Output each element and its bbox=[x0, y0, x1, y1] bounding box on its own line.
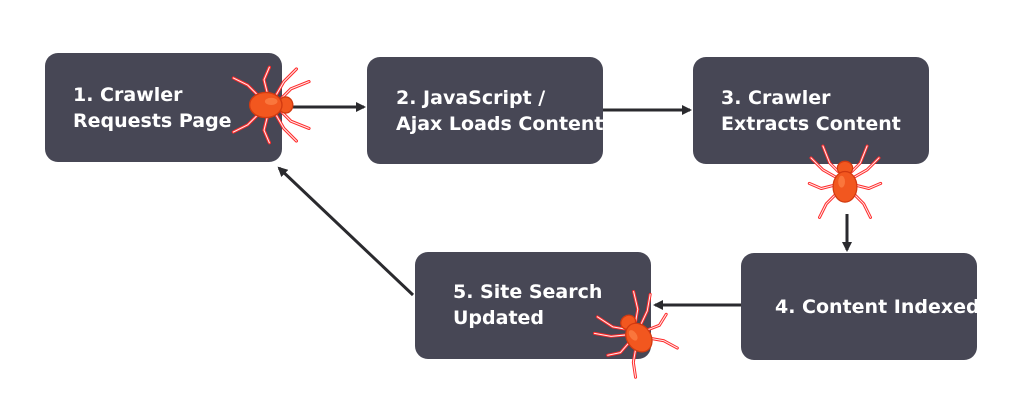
spider-icon bbox=[584, 282, 688, 385]
arrow-5-to-1 bbox=[277, 166, 415, 297]
step-4-line-1: 4. Content Indexed bbox=[775, 295, 980, 318]
step-5-line-2: Updated bbox=[453, 307, 545, 329]
step-3-line-1: 3. Crawler bbox=[721, 86, 831, 109]
step-5-line-1: 5. Site Search bbox=[453, 281, 603, 303]
spider-icon bbox=[231, 65, 311, 145]
step-4-box: 4. Content Indexed bbox=[741, 253, 980, 360]
step-3-box: 3. Crawler Extracts Content bbox=[693, 57, 929, 164]
step-3-line-2: Extracts Content bbox=[721, 112, 901, 135]
spider-icon bbox=[807, 144, 883, 219]
step-2-line-1: 2. JavaScript / bbox=[396, 86, 546, 109]
step-5-box: 5. Site Search Updated bbox=[415, 252, 651, 359]
step-2-box: 2. JavaScript / Ajax Loads Content bbox=[367, 57, 604, 164]
step-1-line-1: 1. Crawler bbox=[73, 83, 183, 106]
step-1-line-2: Requests Page bbox=[73, 109, 232, 132]
step-1-box: 1. Crawler Requests Page bbox=[45, 53, 282, 162]
step-2-line-2: Ajax Loads Content bbox=[396, 112, 604, 135]
